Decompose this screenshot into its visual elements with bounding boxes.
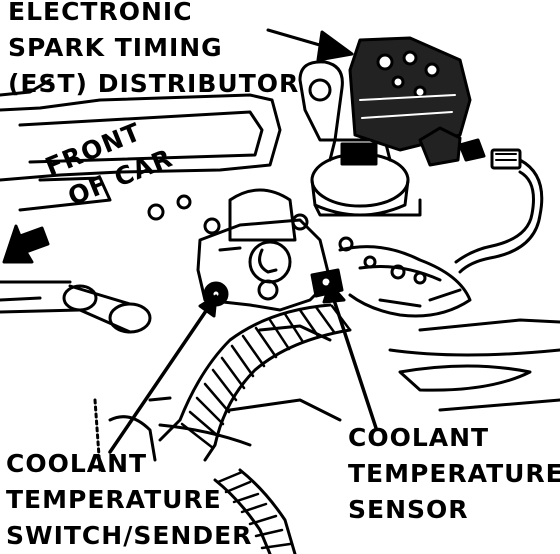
est-label-line-1: ELECTRONIC [8,0,193,26]
est-label-line-3: (EST) DISTRIBUTOR [8,69,300,98]
sensor-wiring [338,245,472,318]
intake-manifold [0,78,282,302]
coolant-switch-label: COOLANT TEMPERATURE SWITCH/SENDER [6,446,252,554]
sensor-label-line-3: SENSOR [348,495,469,524]
switch-leader-arrow [108,294,218,454]
lower-hose [213,468,297,554]
sensor-label-line-2: TEMPERATURE [348,459,560,488]
sensor-label-line-1: COOLANT [348,423,490,452]
switch-label-line-1: COOLANT [6,449,148,478]
distributor-bracket [298,60,344,142]
tubes [0,280,152,334]
heater-hose [158,303,352,462]
switch-label-line-2: TEMPERATURE [6,485,222,514]
sensor-leader-arrow [322,282,378,430]
est-distributor-label: ELECTRONIC SPARK TIMING (EST) DISTRIBUTO… [8,0,299,102]
coolant-sensor-label: COOLANT TEMPERATURE SENSOR [348,420,560,528]
distributor-leader-arrow [266,28,354,62]
intake-bolts [147,194,354,252]
distributor-connector [454,138,544,274]
switch-label-line-3: SWITCH/SENDER [6,521,253,550]
distributor-cap [348,36,472,167]
front-of-car-arrow [2,224,50,264]
est-label-line-2: SPARK TIMING [8,33,223,62]
thermostat-housing [196,188,332,312]
egr-valve [310,138,422,217]
